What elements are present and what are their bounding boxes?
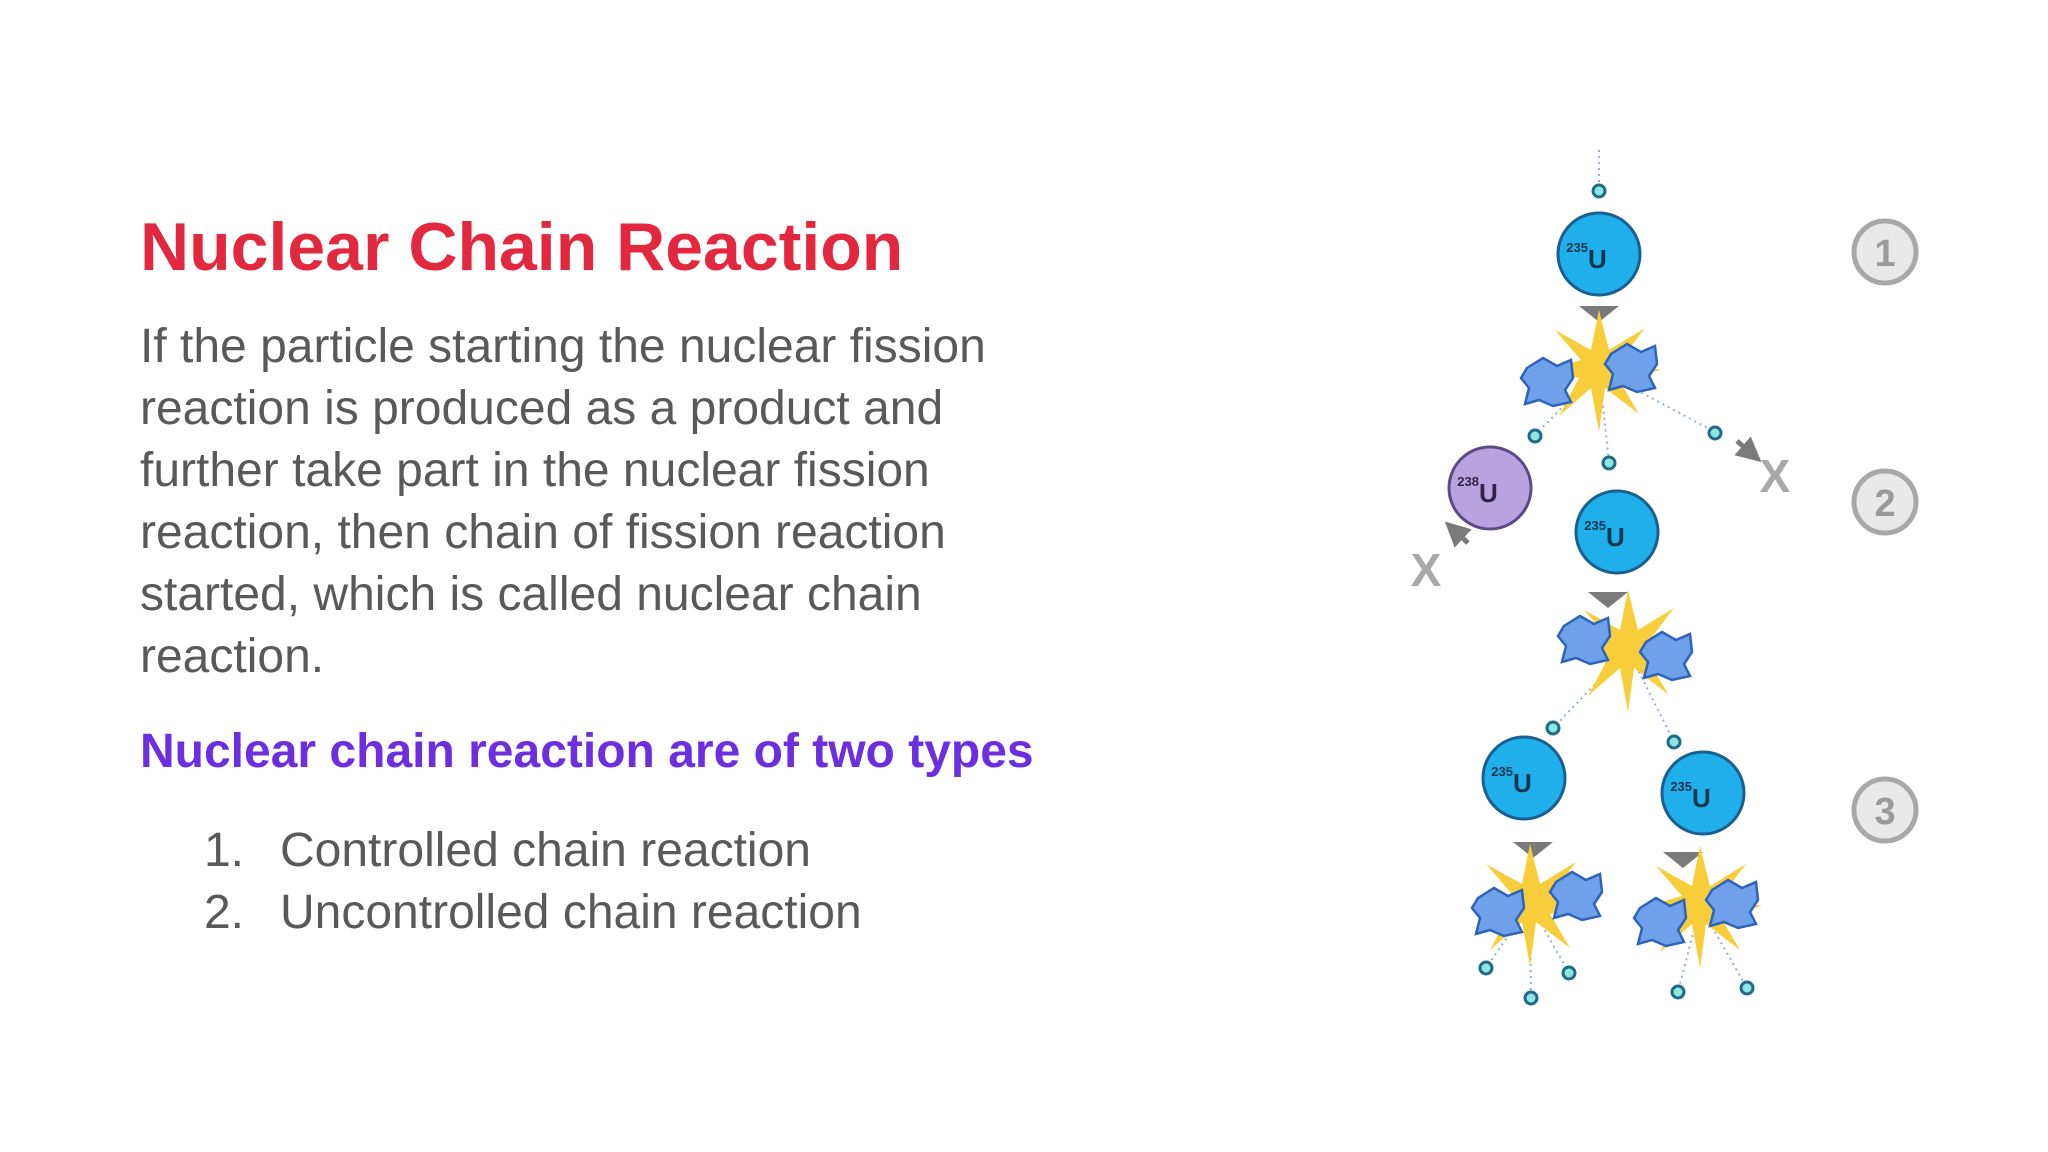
list-label: Uncontrolled chain reaction [280,886,862,939]
body-line: further take part in the nuclear fission [140,444,930,497]
fission-event-2 [1556,590,1694,712]
element-symbol: U [1588,244,1607,274]
types-heading: Nuclear chain reaction are of two types [140,725,1034,778]
fission-event-3b [1632,846,1762,968]
body-line: If the particle starting the nuclear fis… [140,320,986,373]
mass-number: 235 [1584,518,1606,533]
mass-number: 235 [1566,240,1588,255]
generation-number: 2 [1874,483,1895,525]
list-item: 2. Uncontrolled chain reaction [140,882,862,944]
u235-nucleus: 235 U [1574,489,1660,575]
list-item: 1. Controlled chain reaction [140,820,862,882]
fission-event-1 [1519,310,1661,432]
body-line: started, which is called nuclear chain [140,568,922,621]
body-line: reaction. [140,630,325,683]
neutrons [1478,183,1755,1006]
body-line: reaction is produced as a product and [140,382,944,435]
element-symbol: U [1606,522,1625,552]
generation-marker-3: 3 [1851,776,1919,844]
escape-arrows [1444,436,1762,548]
element-symbol: U [1479,478,1498,508]
body-line: reaction, then chain of fission reaction [140,506,946,559]
u235-nucleus: 235 U [1660,750,1746,836]
body-text: If the particle starting the nuclear fis… [140,316,1140,688]
element-symbol: U [1692,783,1711,813]
mass-number: 235 [1670,779,1692,794]
u235-nucleus: 235 U [1556,211,1642,297]
mass-number: 238 [1457,474,1479,489]
escape-mark: X [1411,544,1442,596]
generation-marker-1: 1 [1851,218,1919,286]
fission-event-3a [1470,844,1604,966]
escape-mark: X [1760,450,1791,502]
list-number: 1. [203,824,244,877]
generation-number: 1 [1874,233,1895,275]
generation-marker-2: 2 [1851,468,1919,536]
mass-number: 235 [1491,764,1513,779]
types-list: 1. Controlled chain reaction 2. Uncontroll… [140,820,862,944]
list-number: 2. [203,886,244,939]
list-label: Controlled chain reaction [280,824,811,877]
u238-nucleus: 238 U [1447,445,1533,531]
chain-reaction-diagram: 235 U 238 U 235 U 235 U 235 U X X 1 [1411,150,1919,1006]
slide-title: Nuclear Chain Reaction [140,209,904,285]
element-symbol: U [1513,768,1532,798]
generation-number: 3 [1874,791,1895,833]
u235-nucleus: 235 U [1481,735,1567,821]
